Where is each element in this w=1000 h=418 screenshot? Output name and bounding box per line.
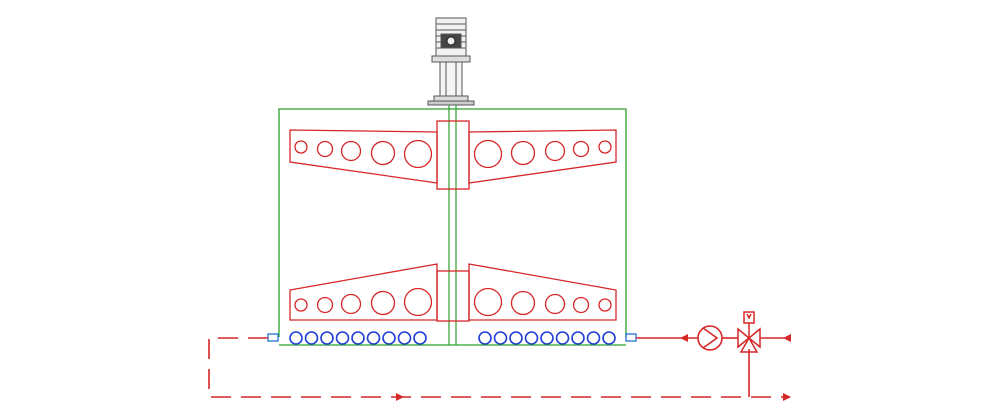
coil-tube — [524, 331, 539, 345]
coil-tube — [586, 331, 601, 345]
motor-flange — [431, 55, 471, 63]
blade-hole — [473, 139, 503, 169]
blade-hole — [340, 140, 362, 162]
blade-hole — [316, 296, 334, 314]
lower-paddle-blades — [289, 263, 617, 322]
heating-coil-tubes — [289, 331, 616, 345]
flow-arrow-icon — [783, 334, 791, 342]
flow-arrow-icon — [396, 393, 404, 401]
coil-tube — [478, 331, 492, 345]
blade-hole — [473, 287, 503, 317]
coil-tube — [493, 331, 508, 345]
mixing-tank — [278, 108, 627, 346]
flow-arrow-icon — [680, 334, 688, 342]
blade-hole — [294, 140, 308, 154]
upper-hub — [436, 120, 470, 190]
blade-hole — [572, 140, 590, 158]
flow-arrow-icon — [783, 393, 791, 401]
coil-tube — [289, 331, 303, 345]
upper-blade-left — [289, 129, 438, 184]
pump-icon — [697, 325, 723, 351]
gearbox — [439, 61, 463, 97]
coil-tube — [555, 331, 570, 345]
coil-tube — [602, 331, 616, 345]
coil-tube — [304, 331, 319, 345]
blade-hole — [598, 140, 612, 154]
return-line — [208, 337, 790, 398]
valve-icon — [737, 311, 761, 353]
blade-hole — [403, 287, 433, 317]
inlet-nozzle-left — [267, 333, 279, 342]
coil-tube — [540, 331, 554, 345]
blade-hole — [370, 140, 396, 166]
blade-hole — [598, 298, 612, 312]
lower-hub — [436, 270, 470, 322]
blade-hole — [572, 296, 590, 314]
coil-tube — [413, 331, 427, 345]
upper-paddle-blades — [289, 120, 617, 190]
blade-hole — [510, 140, 536, 166]
blade-hole — [544, 293, 566, 315]
coil-tube — [571, 331, 585, 345]
blade-hole — [340, 293, 362, 315]
coil-tube — [335, 331, 350, 345]
motor-gearbox — [427, 17, 475, 106]
valve-actuator — [743, 311, 755, 324]
blade-hole — [510, 290, 536, 316]
lower-blade-left — [289, 263, 438, 321]
lower-blade-right — [468, 263, 617, 321]
blade-hole — [294, 298, 308, 312]
agitator-shaft — [448, 105, 457, 345]
coil-tube — [320, 331, 334, 345]
outlet-nozzle-right — [625, 333, 637, 342]
coil-tube — [382, 331, 396, 345]
blade-hole — [370, 290, 396, 316]
coil-tube — [509, 331, 523, 345]
blade-hole — [316, 140, 334, 158]
flow-arrows — [396, 334, 791, 401]
mounting-plate — [427, 100, 475, 106]
coil-tube — [366, 331, 381, 345]
blade-hole — [403, 139, 433, 169]
blade-hole — [544, 140, 566, 162]
coil-tube — [397, 331, 412, 345]
upper-blade-right — [468, 129, 617, 184]
coil-tube — [351, 331, 365, 345]
